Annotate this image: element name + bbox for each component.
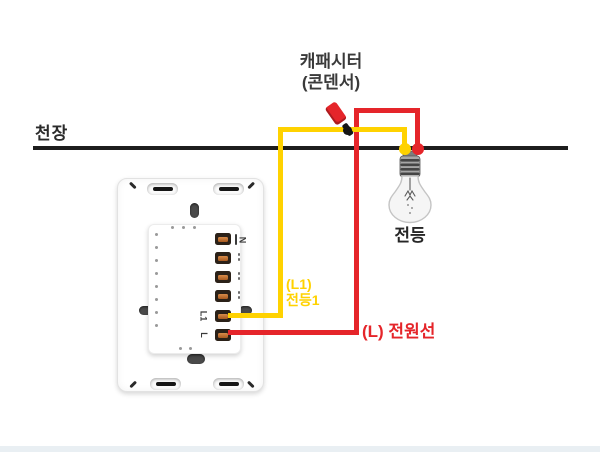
ceiling-label: 천장 [35, 124, 69, 143]
bulb-detail-dot [411, 207, 413, 209]
red-wire-segment [354, 108, 359, 335]
terminal-screw [218, 313, 228, 319]
terminal-screw [218, 236, 228, 242]
terminal-screw [218, 293, 228, 299]
terminal-l [215, 329, 231, 341]
terminal-n-bar [235, 234, 237, 245]
load-wire-label-line2: 전등1 [286, 292, 320, 308]
terminal-mark [238, 253, 240, 256]
module-dot [171, 226, 174, 229]
terminal-4 [215, 290, 231, 302]
capacitor-lead-tip [343, 126, 352, 135]
terminal-screw [218, 332, 228, 338]
terminal-screw [218, 255, 228, 261]
mounting-slot-bar [218, 382, 239, 386]
module-dot [193, 226, 196, 229]
plate-bottom-hole [187, 354, 205, 364]
bulb-label: 전등 [394, 226, 426, 245]
mounting-slot-bar [152, 187, 173, 191]
terminal-3 [215, 271, 231, 283]
module-dot [155, 246, 158, 249]
bulb-glass [388, 175, 432, 224]
yellow-wire-segment [228, 313, 283, 318]
mounting-slot-bar [155, 382, 176, 386]
terminal-n [215, 233, 231, 245]
red-wire-segment [228, 330, 359, 335]
capacitor-label-line1: 캐패시터 [299, 52, 363, 71]
bulb-thread [400, 172, 420, 176]
terminal-l1-label: L1 [198, 310, 209, 322]
bottom-band [0, 446, 600, 452]
terminal-mark [238, 272, 240, 275]
power-wire-label: (L) 전원선 [362, 322, 436, 341]
mounting-slot [147, 183, 178, 195]
terminal-mark [238, 258, 240, 261]
bulb-thread [400, 159, 420, 162]
mounting-slot [213, 378, 244, 390]
module-dot [179, 347, 182, 350]
module-dot [155, 272, 158, 275]
module-dot [155, 259, 158, 262]
mounting-slot [150, 378, 181, 390]
yellow-wire-segment [278, 127, 407, 132]
capacitor-label-line2: (콘덴서) [301, 73, 361, 92]
yellow-wire-segment [402, 127, 407, 151]
module-dot [155, 233, 158, 236]
module-dot [155, 285, 158, 288]
terminal-2 [215, 252, 231, 264]
bulb-thread [400, 163, 420, 167]
red-wire-segment [415, 108, 420, 151]
red-junction-dot [412, 143, 424, 155]
terminal-n-label: N [237, 236, 248, 244]
module-dot [189, 347, 192, 350]
plate-top-hole [190, 203, 199, 218]
capacitor-body [324, 100, 348, 126]
module-dot [182, 226, 185, 229]
terminal-l-label: L [198, 332, 209, 338]
load-wire-label-line1: (L1) [286, 276, 312, 292]
red-wire-segment [354, 108, 420, 113]
terminal-mark [238, 291, 240, 294]
light-bulb [388, 150, 432, 224]
module-dot [155, 311, 158, 314]
terminal-mark [238, 296, 240, 299]
mounting-slot [213, 183, 244, 195]
bulb-detail-dot [409, 212, 411, 214]
terminal-mark [238, 277, 240, 280]
bulb-thread [400, 168, 420, 171]
bulb-detail-dot [407, 204, 409, 206]
plate-left-hole [139, 306, 152, 315]
bulb-filament [404, 177, 416, 201]
module-dot [155, 324, 158, 327]
ceiling-line [33, 146, 568, 150]
load-wire-label: (L1) 전등1 [286, 276, 320, 308]
terminal-l1 [215, 310, 231, 322]
yellow-junction-dot [399, 143, 411, 155]
terminal-screw [218, 274, 228, 280]
mounting-slot-bar [218, 187, 239, 191]
yellow-wire-segment [278, 127, 283, 318]
module-dot [155, 298, 158, 301]
capacitor-label: 캐패시터 (콘덴서) [281, 51, 381, 93]
plate-right-hole [239, 306, 252, 315]
